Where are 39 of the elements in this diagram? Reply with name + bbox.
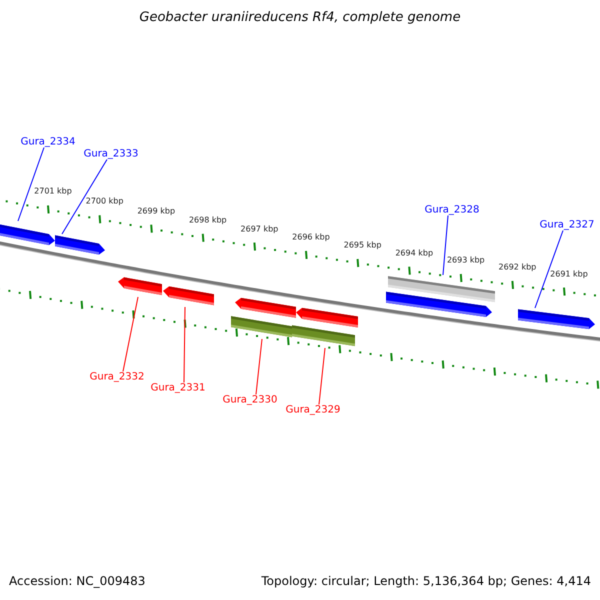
gene-label: Gura_2332 [90, 372, 144, 382]
gene-label: Gura_2331 [150, 382, 206, 394]
title: Geobacter uraniireducens Rf4, complete genome [138, 10, 462, 25]
leader-line [184, 306, 186, 383]
scale-label: 2698 kbp [188, 215, 227, 224]
leader-line [18, 147, 44, 222]
scale-label: 2696 kbp [292, 232, 330, 242]
scale-label: 2701 kbp [34, 186, 72, 196]
gene-bar [230, 315, 293, 339]
gene-label: Gura_2329 [286, 404, 340, 416]
scale-label: 2691 kbp [550, 269, 588, 278]
scale-label: 2693 kbp [446, 256, 485, 264]
gene-label: Gura_2334 [20, 136, 76, 148]
gene-label: Gura_2333 [84, 148, 138, 160]
leader-line [256, 338, 262, 395]
accession-text: Accession: NC_009483 [9, 574, 146, 588]
scale-label: 2694 kbp [395, 248, 434, 258]
gene-block [54, 234, 106, 257]
leader-line [442, 215, 448, 276]
scale-label: 2700 kbp [86, 196, 124, 206]
gene-block [517, 308, 596, 331]
scale-label: 2697 kbp [240, 224, 278, 234]
leader-line [534, 230, 564, 308]
gene-label: Gura_2327 [540, 220, 594, 230]
gene-block [162, 284, 215, 307]
scale-label: 2695 kbp [344, 240, 382, 250]
genome-summary-text: Topology: circular; Length: 5,136,364 bp; Genes: 4,414 [261, 574, 591, 588]
gene-label: Gura_2330 [222, 394, 278, 406]
gene-block [234, 295, 297, 319]
gene-block [117, 275, 163, 297]
gene-bar [291, 324, 356, 348]
leader-line [62, 159, 108, 234]
scale-label: 2699 kbp [137, 206, 176, 216]
leader-line [122, 296, 138, 372]
scale-label: 2692 kbp [498, 262, 536, 272]
leader-line [318, 348, 326, 405]
gene-block [295, 305, 359, 329]
gene-label: Gura_2328 [424, 204, 480, 216]
gene-block [385, 290, 493, 319]
